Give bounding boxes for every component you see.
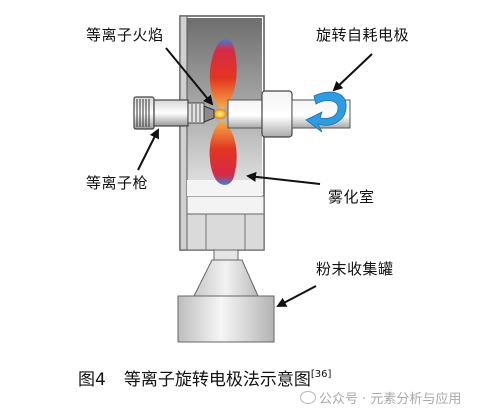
caption-figure-number: 图4 xyxy=(78,370,106,390)
plasma-gun xyxy=(133,96,215,130)
arrow-rotating-electrode xyxy=(332,53,373,92)
wechat-icon xyxy=(300,391,316,404)
powder-collection-tank xyxy=(177,249,275,343)
label-plasma-flame: 等离子火焰 xyxy=(86,26,164,44)
arrow-plasma-flame xyxy=(165,47,214,106)
rotating-electrode xyxy=(227,90,351,138)
label-rotating-electrode: 旋转自耗电极 xyxy=(316,26,410,44)
arrow-powder-tank xyxy=(276,285,317,307)
arrow-plasma-gun xyxy=(137,128,159,171)
label-powder-tank: 粉末收集罐 xyxy=(316,260,394,278)
rotation-arrow xyxy=(305,91,347,133)
caption-title: 等离子旋转电极法示意图 xyxy=(123,370,311,390)
lower-flame xyxy=(209,120,237,185)
flame-core xyxy=(213,109,227,119)
upper-flame xyxy=(209,39,237,110)
arrow-atomization-chamber xyxy=(246,171,321,185)
label-atomization-chamber: 雾化室 xyxy=(328,188,375,206)
watermark: 公众号 · 元素分析与应用 xyxy=(300,388,461,407)
leader-arrows xyxy=(137,47,373,307)
label-plasma-gun: 等离子枪 xyxy=(86,174,149,192)
watermark-text: 公众号 · 元素分析与应用 xyxy=(319,392,462,407)
caption-reference: [36] xyxy=(310,369,332,380)
figure-caption: 图4 等离子旋转电极法示意图[36] xyxy=(78,365,331,390)
plasma-flame xyxy=(209,39,237,185)
